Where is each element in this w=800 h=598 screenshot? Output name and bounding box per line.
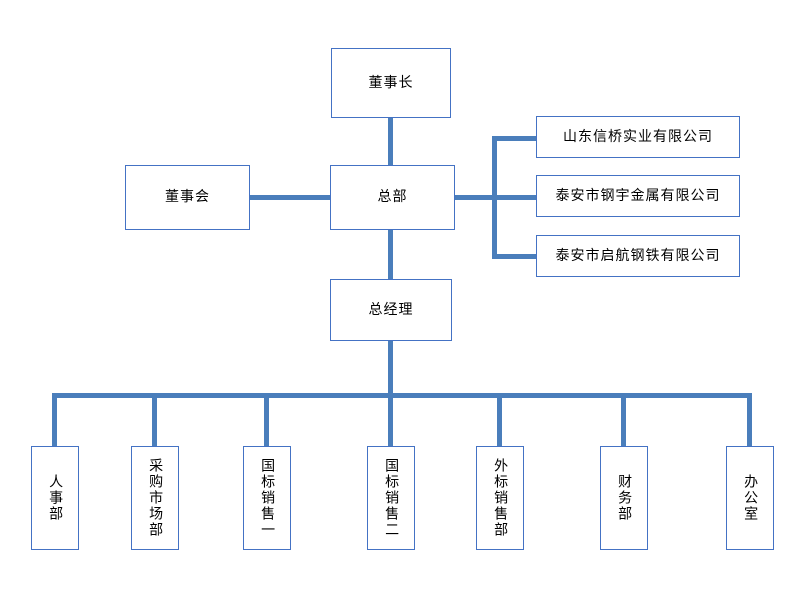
- node-subsidiary-2[interactable]: 泰安市钢宇金属有限公司: [536, 175, 740, 217]
- node-department-4[interactable]: 国标销售二: [367, 446, 415, 550]
- connector-headquarters-to-subsidiary-trunk: [454, 195, 497, 200]
- connector-headquarters-to-general-manager: [388, 229, 393, 279]
- node-department-4-label: 国标销售二: [383, 458, 400, 538]
- node-subsidiary-1-label: 山东信桥实业有限公司: [563, 128, 713, 145]
- connector-drop-department-4: [388, 393, 393, 446]
- node-subsidiary-3[interactable]: 泰安市启航钢铁有限公司: [536, 235, 740, 277]
- connector-subsidiary-branch-3: [492, 254, 538, 259]
- node-subsidiary-2-label: 泰安市钢宇金属有限公司: [555, 187, 721, 204]
- node-subsidiary-1[interactable]: 山东信桥实业有限公司: [536, 116, 740, 158]
- connector-drop-department-1: [52, 393, 57, 446]
- node-general-manager[interactable]: 总经理: [330, 279, 452, 341]
- node-department-7[interactable]: 办公室: [726, 446, 774, 550]
- connector-drop-department-5: [497, 393, 502, 446]
- node-general-manager-label: 总经理: [368, 301, 414, 318]
- node-department-6-label: 财务部: [616, 474, 633, 522]
- connector-drop-department-3: [264, 393, 269, 446]
- connector-drop-department-6: [621, 393, 626, 446]
- connector-drop-department-2: [152, 393, 157, 446]
- node-department-7-label: 办公室: [742, 474, 759, 522]
- node-department-2-label: 采购市场部: [147, 458, 164, 538]
- node-department-5[interactable]: 外标销售部: [476, 446, 524, 550]
- connector-chairman-to-headquarters: [388, 118, 393, 166]
- node-chairman[interactable]: 董事长: [331, 48, 451, 118]
- connector-subsidiary-branch-2: [492, 195, 538, 200]
- node-department-2[interactable]: 采购市场部: [131, 446, 179, 550]
- connector-general-manager-to-bus: [388, 341, 393, 398]
- node-chairman-label: 董事长: [368, 74, 414, 91]
- node-headquarters-label: 总部: [377, 189, 408, 206]
- node-department-3[interactable]: 国标销售一: [243, 446, 291, 550]
- connector-department-bus: [52, 393, 752, 398]
- node-board-of-directors-label: 董事会: [165, 189, 210, 206]
- connector-board-to-headquarters: [249, 195, 331, 200]
- node-board-of-directors[interactable]: 董事会: [125, 165, 250, 230]
- node-department-5-label: 外标销售部: [492, 458, 509, 538]
- node-department-1[interactable]: 人事部: [31, 446, 79, 550]
- connector-drop-department-7: [747, 393, 752, 446]
- node-headquarters[interactable]: 总部: [330, 165, 455, 230]
- node-department-3-label: 国标销售一: [259, 458, 276, 538]
- connector-subsidiary-branch-1: [492, 136, 538, 141]
- node-subsidiary-3-label: 泰安市启航钢铁有限公司: [555, 247, 721, 264]
- node-department-1-label: 人事部: [47, 474, 64, 522]
- node-department-6[interactable]: 财务部: [600, 446, 648, 550]
